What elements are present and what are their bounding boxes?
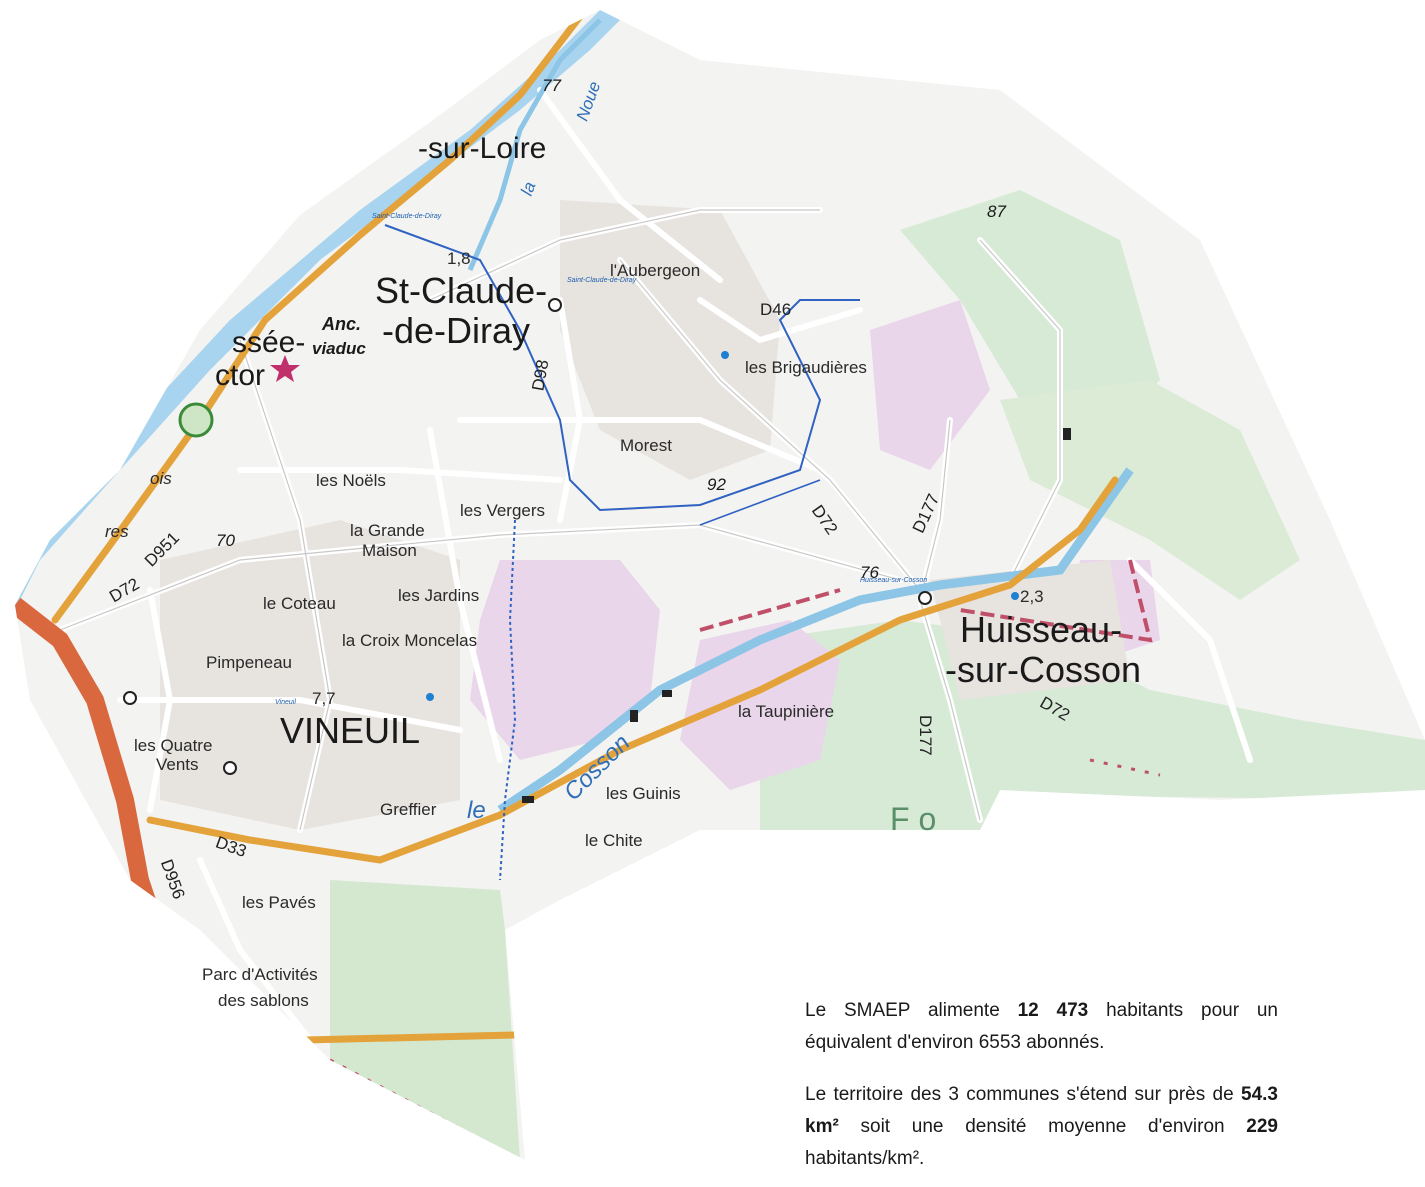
- urban-vineuil: [160, 520, 460, 830]
- info-text-block: Le SMAEP alimente 12 473 habitants pour …: [805, 995, 1278, 1187]
- place-parc-activites-line1: Parc d'Activités: [202, 965, 318, 984]
- info-text: soit une densité moyenne d'environ: [838, 1116, 1247, 1137]
- commune-name-huisseau-line1: Huisseau-: [960, 609, 1122, 650]
- town-hall-icon: [918, 591, 932, 605]
- commune-border-huisseau: [699, 479, 821, 526]
- place-quatre-vents-line1: les Quatre: [134, 736, 212, 755]
- star-icon: [270, 355, 300, 382]
- bridge-icon: [662, 690, 672, 697]
- park-icon: [178, 402, 214, 438]
- railway-east: [959, 559, 1153, 643]
- place-croix-moncelas: la Croix Moncelas: [342, 631, 477, 650]
- place-jardins: les Jardins: [398, 586, 479, 605]
- church-icon: [548, 298, 562, 312]
- label-partial-res: res: [105, 522, 129, 541]
- place-quatre-vents-line2: Vents: [156, 755, 199, 774]
- info-density-value: 229: [1246, 1116, 1278, 1137]
- water-point-icon-brigaudieres: [721, 351, 729, 359]
- place-chite: le Chite: [585, 831, 643, 850]
- info-paragraph-subscribers: Le SMAEP alimente 12 473 habitants pour …: [805, 995, 1278, 1059]
- cosson-river: [497, 467, 1134, 814]
- info-text: Le SMAEP alimente: [805, 1000, 1018, 1021]
- commune-value-st-claude: 1,8: [447, 249, 471, 268]
- river-noue-label-1: la: [517, 179, 539, 198]
- urban-st-claude: [560, 200, 780, 480]
- water-point-icon-vineuil: [426, 693, 434, 701]
- place-grande-maison-line2: Maison: [362, 541, 417, 560]
- place-brigaudieres: les Brigaudières: [745, 358, 867, 377]
- road-label-d177-south: D177: [916, 715, 935, 756]
- label-blue-st-claude-west: Saint-Claude-de-Diray: [372, 213, 442, 220]
- vineyard-area-north: [870, 300, 990, 470]
- label-partial-chaussee: ssée-: [232, 326, 305, 359]
- place-greffier: Greffier: [380, 800, 437, 819]
- label-viaduc: viaduc: [312, 339, 366, 358]
- commune-name-st-claude-line2: -de-Diray: [382, 310, 530, 351]
- place-grande-maison-line1: la Grande: [350, 521, 425, 540]
- commune-blue-huisseau: Huisseau-sur-Cosson: [860, 577, 927, 584]
- spot-height-77: 77: [542, 76, 561, 95]
- tower-icon-cosson: [630, 710, 638, 722]
- main-roads: [51, 10, 1119, 1044]
- info-text: Le territoire des 3 communes s'étend sur…: [805, 1084, 1242, 1105]
- place-taupiniere: la Taupinière: [738, 702, 834, 721]
- place-aubergeon: l'Aubergeon: [610, 261, 700, 280]
- railway-southeast: [1089, 758, 1161, 777]
- place-vergers: les Vergers: [460, 501, 545, 520]
- label-partial-sur-loire: -sur-Loire: [418, 132, 546, 165]
- place-noels: les Noëls: [316, 471, 386, 490]
- river-cosson-label-1: le: [467, 797, 486, 824]
- loire-river: [15, 10, 640, 610]
- church-icon-quatre-vents: [223, 761, 237, 775]
- label-partial-victor: ctor: [215, 359, 265, 392]
- water-point-icon-huisseau: [1011, 592, 1019, 600]
- commune-blue-vineuil: Vineuil: [275, 699, 296, 706]
- commune-value-vineuil: 7,7: [312, 689, 336, 708]
- forest-area-south: [330, 880, 520, 1160]
- spot-height-76: 76: [860, 563, 879, 582]
- place-morest: Morest: [620, 436, 672, 455]
- spot-height-92: 92: [707, 475, 726, 494]
- place-coteau: le Coteau: [263, 594, 336, 613]
- info-area-value: 54.3 km²: [805, 1084, 1278, 1137]
- forest-area-north: [900, 190, 1160, 420]
- place-paves: les Pavés: [242, 893, 316, 912]
- place-parc-activites-line2: des sablons: [218, 991, 309, 1010]
- commune-name-st-claude-line1: St-Claude-: [375, 270, 547, 311]
- label-partial-bois: ois: [150, 469, 172, 488]
- vineyard-area-west: [470, 560, 660, 760]
- label-anc: Anc.: [321, 314, 361, 334]
- commune-blue-st-claude: Saint-Claude-de-Diray: [567, 277, 637, 284]
- commune-name-vineuil: VINEUIL: [280, 710, 420, 751]
- commune-name-huisseau-line2: -sur-Cosson: [945, 649, 1141, 690]
- info-text: habitants/km².: [805, 1148, 925, 1169]
- spot-height-87: 87: [987, 202, 1006, 221]
- forest-area-east: [760, 620, 1425, 830]
- info-paragraph-area: Le territoire des 3 communes s'étend sur…: [805, 1079, 1278, 1175]
- commune-value-huisseau: 2,3: [1020, 587, 1044, 606]
- noue-river: [467, 18, 602, 271]
- info-text: habitants pour un équivalent d'environ 6…: [805, 1000, 1278, 1053]
- commune-border-st-claude: [384, 224, 860, 512]
- forest-area-northeast: [1000, 380, 1300, 600]
- forest-name-partial: F o: [890, 801, 936, 837]
- railway-west: [699, 588, 841, 632]
- road-label-d46: D46: [760, 300, 791, 319]
- commune-border-vineuil: [499, 519, 517, 881]
- spot-height-70: 70: [216, 531, 235, 550]
- road-outlines: [59, 209, 1061, 831]
- church-icon-vineuil: [123, 691, 137, 705]
- place-guinis: les Guinis: [606, 784, 681, 803]
- place-pimpeneau: Pimpeneau: [206, 653, 292, 672]
- tower-icon-north: [1063, 428, 1071, 440]
- info-inhabitants-count: 12 473: [1017, 1000, 1089, 1021]
- mill-icon: [522, 796, 534, 803]
